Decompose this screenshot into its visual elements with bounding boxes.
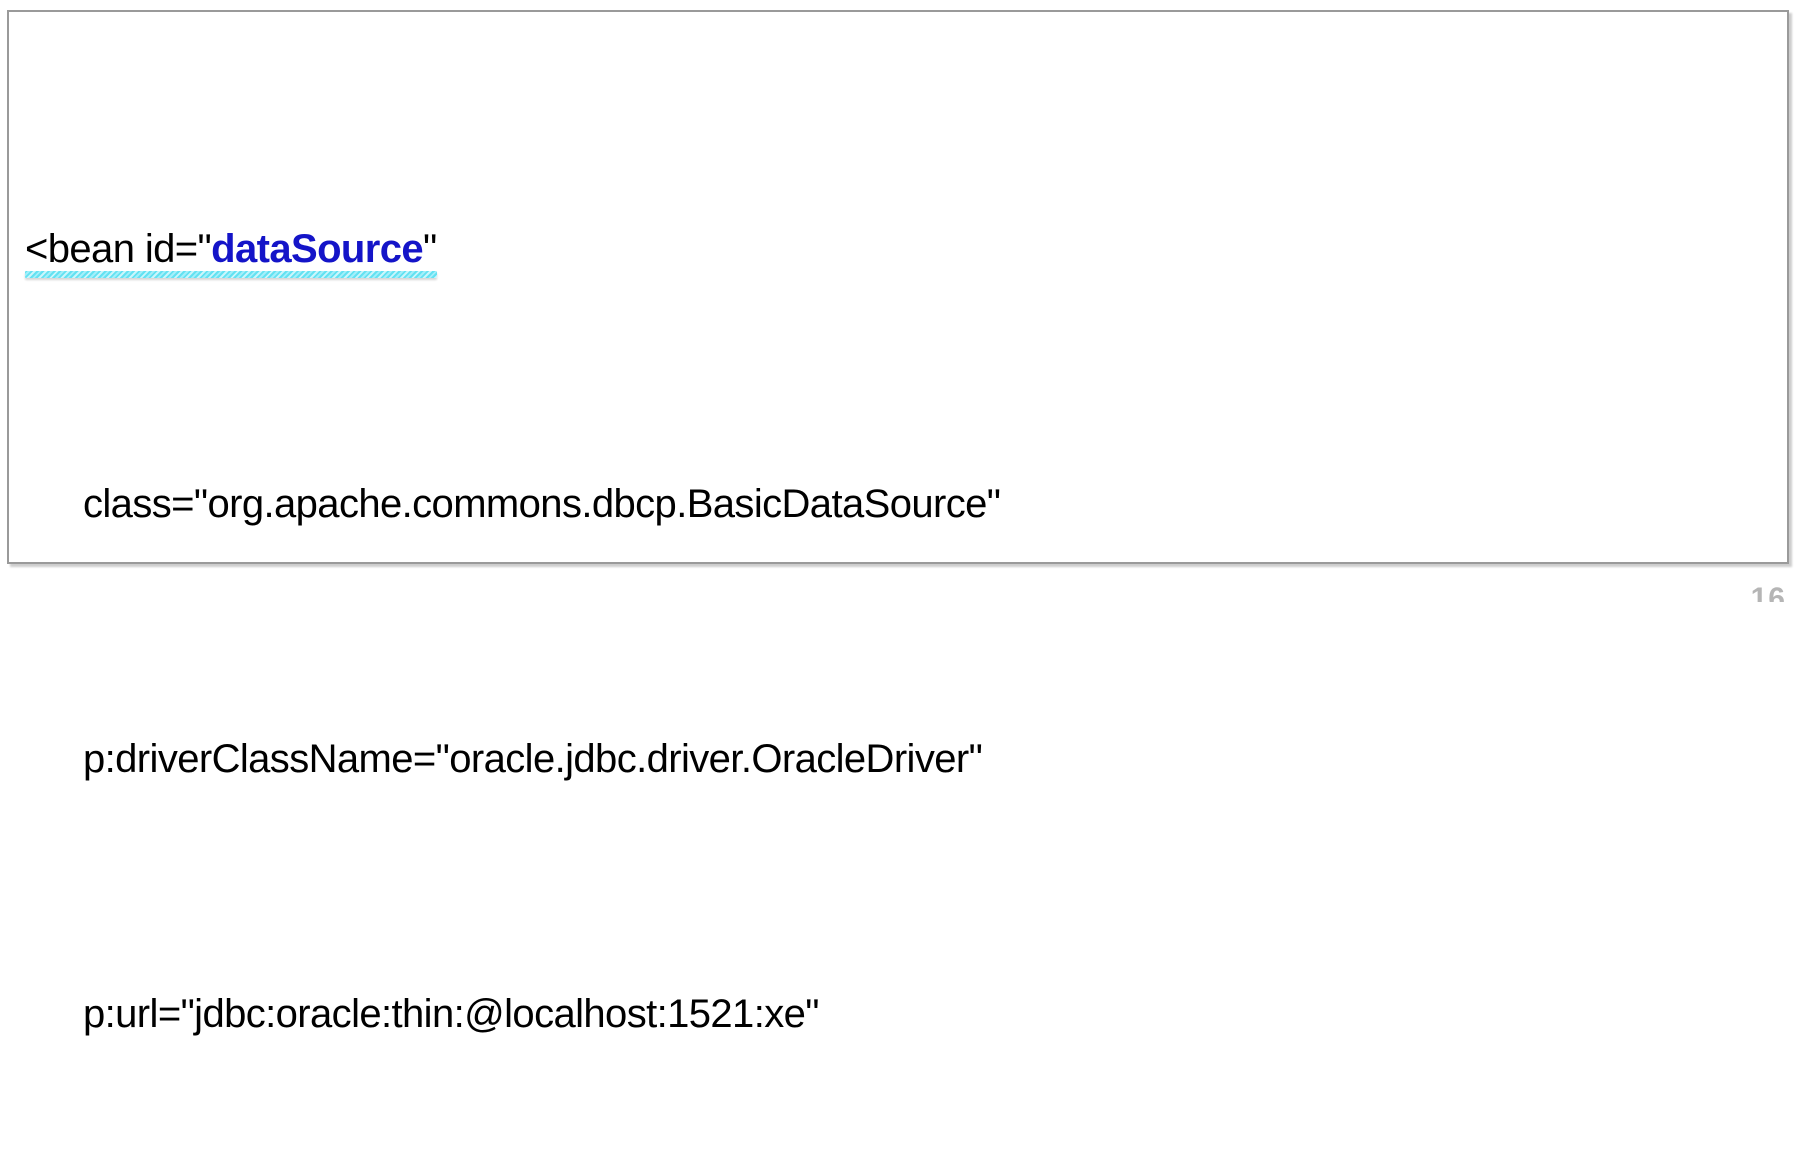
attr-class-basicdatasource: class="org.apache.commons.dbcp.BasicData… bbox=[83, 482, 1001, 526]
code-snippet-box: <bean id="dataSource" class="org.apache.… bbox=[7, 10, 1789, 1036]
code-line-driver-class-name: p:driverClassName="oracle.jdbc.driver.Or… bbox=[25, 734, 1783, 785]
quote-close: " bbox=[423, 227, 437, 271]
xml-tag-bean-open: <bean id=" bbox=[25, 227, 212, 271]
attr-driver-class-name: p:driverClassName="oracle.jdbc.driver.Or… bbox=[83, 737, 983, 781]
code-line-bean-datasource-open: <bean id="dataSource" bbox=[25, 224, 1783, 278]
attr-jdbc-url: p:url="jdbc:oracle:thin:@localhost:1521:… bbox=[83, 992, 819, 1036]
code-line-jdbc-url: p:url="jdbc:oracle:thin:@localhost:1521:… bbox=[25, 989, 1783, 1040]
bean-id-datasource: dataSource bbox=[211, 227, 424, 271]
code-listing: <bean id="dataSource" class="org.apache.… bbox=[25, 20, 1783, 1172]
code-line-class-basicdatasource: class="org.apache.commons.dbcp.BasicData… bbox=[25, 479, 1783, 530]
spellcheck-underline-cyan: <bean id="dataSource" bbox=[25, 224, 437, 278]
page-number: 16 bbox=[1750, 584, 1786, 602]
